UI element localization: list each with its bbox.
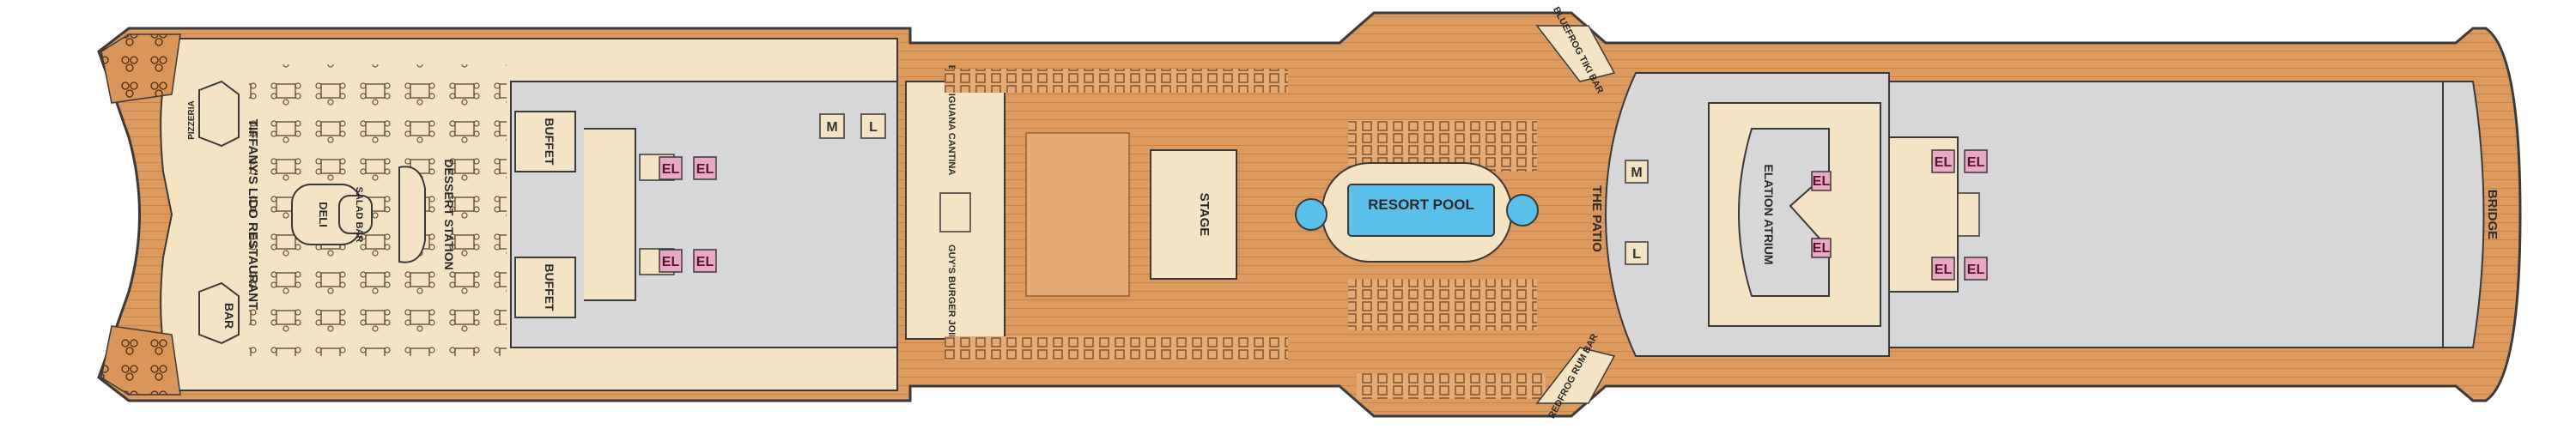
elevator-bank-forward: EL EL EL EL EL EL [1811,149,1988,281]
buffet-bottom-label: BUFFET [543,263,556,311]
pizzeria-label: PIZZERIA [187,100,197,140]
restrooms-aft: M L [819,113,886,139]
midship-cantina-block[interactable] [905,81,1005,340]
the-patio-label: THE PATIO [1589,185,1604,252]
resort-pool[interactable]: RESORT POOL [1295,162,1539,263]
elevator-label: EL [1813,241,1831,256]
forward-area [1604,72,2448,357]
elevator-label: EL [1967,263,1985,277]
tiffanys-lido-restaurant-label: TIFFANY'S LIDO RESTAURANT [246,119,260,310]
salad-bar-deli[interactable]: SALAD BAR DELI [291,184,373,245]
guys-burger-joint-label: GUY'S BURGER JOINT [946,245,957,347]
elevator-label: EL [1935,155,1953,170]
men-restroom-label: M [826,120,837,135]
ladies-restroom-label: L [1632,247,1641,262]
dessert-station[interactable]: DESSERT STATION [398,159,456,270]
aft-deck-seating [100,33,181,396]
elation-atrium[interactable]: ELATION ATRIUM [1738,128,1830,297]
elevator-label: EL [662,255,680,269]
elevator-label: EL [1967,155,1985,170]
buffet-top-label: BUFFET [543,118,556,166]
resort-pool-label: RESORT POOL [1368,196,1474,213]
aft-bar-label: BAR [222,303,236,329]
deli-label: DELI [317,202,330,227]
elevator-label: EL [662,162,680,177]
salad-bar-label: SALAD BAR [354,187,364,243]
elevator-label: EL [696,162,714,177]
restrooms-forward: M L [1625,160,1649,265]
aft-bar[interactable]: BAR [198,281,240,345]
elevator-label: EL [696,255,714,269]
men-restroom-label: M [1631,166,1642,180]
stage-label: STAGE [1197,193,1212,237]
elation-atrium-label: ELATION ATRIUM [1762,164,1776,264]
elevator-bank-aft: EL EL EL EL [659,156,717,273]
bridge-label: BRIDGE [2485,190,2500,239]
ladies-restroom-label: L [869,120,878,135]
elevator-label: EL [1813,174,1831,189]
bridge: BRIDGE [2442,81,2500,348]
dessert-station-label: DESSERT STATION [442,159,456,269]
elevator-label: EL [1935,263,1953,277]
stage[interactable]: STAGE [1150,149,1237,280]
palm-garden [1025,132,1130,297]
pizzeria[interactable]: PIZZERIA [187,80,240,148]
